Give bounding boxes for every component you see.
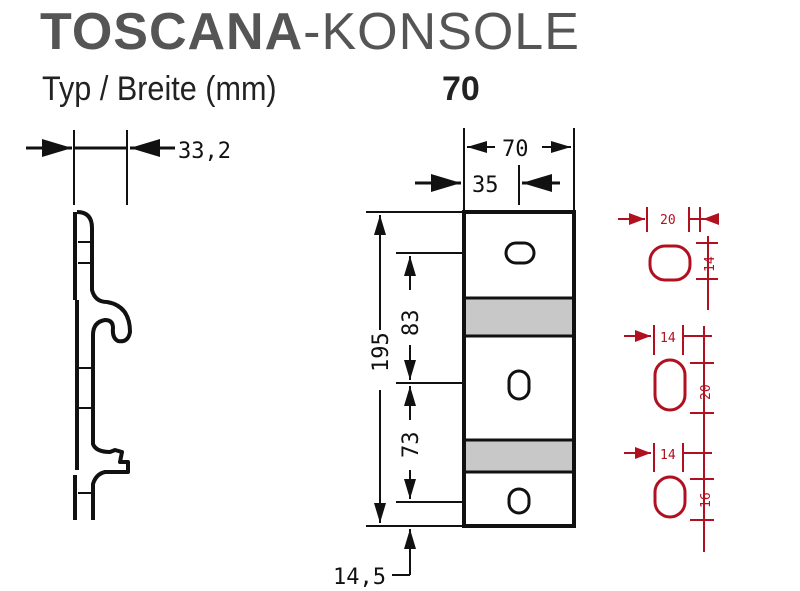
hole-top-width-label: 20 [660, 213, 676, 228]
mounting-band-top [466, 298, 572, 336]
hole-middle-width-label: 14 [660, 331, 676, 346]
upper-spacing-label: 83 [399, 310, 424, 337]
hole-middle-detail-icon [653, 358, 687, 412]
hole-top-icon [504, 241, 536, 265]
product-title: TOSCANA-KONSOLE [40, 2, 580, 62]
hole-middle-icon [507, 369, 531, 401]
title-rest: -KONSOLE [303, 3, 580, 61]
half-width-dimension-label: 35 [472, 173, 499, 198]
hole-top-height-label: 14 [703, 256, 718, 272]
hole-bottom-icon [507, 487, 531, 515]
height-dimension-label: 195 [369, 332, 394, 372]
hole-bottom-width-label: 14 [660, 448, 676, 463]
width-dimension-label: 70 [502, 137, 529, 162]
front-view [366, 128, 576, 576]
depth-dimension-label: 33,2 [178, 139, 231, 164]
hole-bottom-detail-icon [653, 475, 687, 519]
hole-details [618, 207, 719, 552]
side-profile [26, 130, 175, 520]
mounting-band-bottom [466, 440, 572, 472]
bottom-offset-label: 14,5 [333, 565, 386, 590]
hole-middle-height-label: 20 [699, 384, 714, 400]
type-width-label: Typ / Breite (mm) [42, 70, 277, 108]
hole-top-detail-icon [648, 244, 692, 282]
hole-bottom-height-label: 16 [699, 492, 714, 508]
width-value: 70 [442, 70, 480, 108]
lower-spacing-label: 73 [399, 432, 424, 459]
title-bold: TOSCANA [40, 3, 304, 61]
